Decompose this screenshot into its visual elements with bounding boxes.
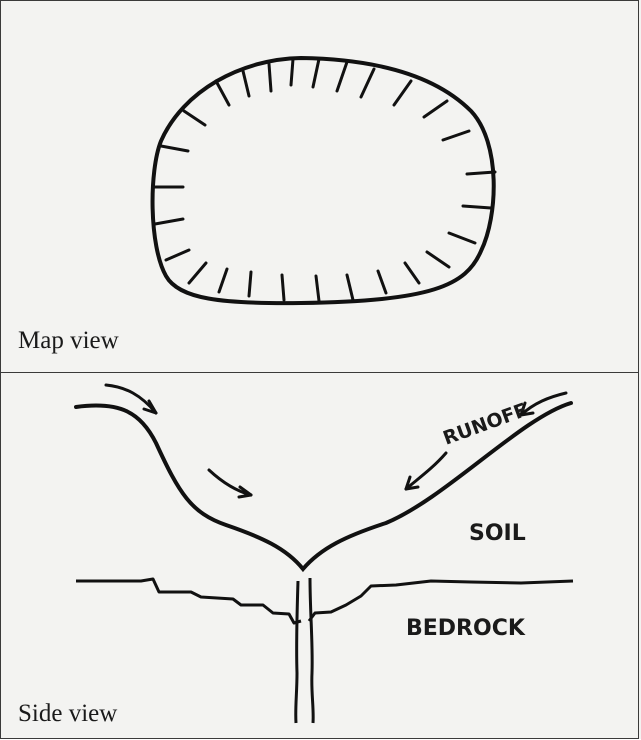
side-view-panel: RUNOFF SOIL BEDROCK Side view (0, 372, 639, 739)
soil-label: SOIL (469, 521, 526, 546)
side-view-caption: Side view (18, 700, 117, 728)
runoff-arrow-right-upper (521, 393, 566, 415)
map-view-drawing (1, 1, 640, 374)
runoff-label: RUNOFF (440, 399, 530, 450)
soil-surface-line (76, 406, 156, 444)
hachure-marks (154, 59, 495, 301)
fracture-left (296, 581, 298, 723)
map-view-panel: Map view (0, 0, 639, 373)
bedrock-label: BEDROCK (406, 616, 526, 641)
map-view-caption: Map view (18, 327, 119, 355)
runoff-arrow-right-lower (406, 453, 446, 489)
side-view-drawing: RUNOFF SOIL BEDROCK (1, 373, 640, 740)
runoff-arrow-left-lower (209, 470, 251, 497)
fracture-right (310, 578, 313, 723)
